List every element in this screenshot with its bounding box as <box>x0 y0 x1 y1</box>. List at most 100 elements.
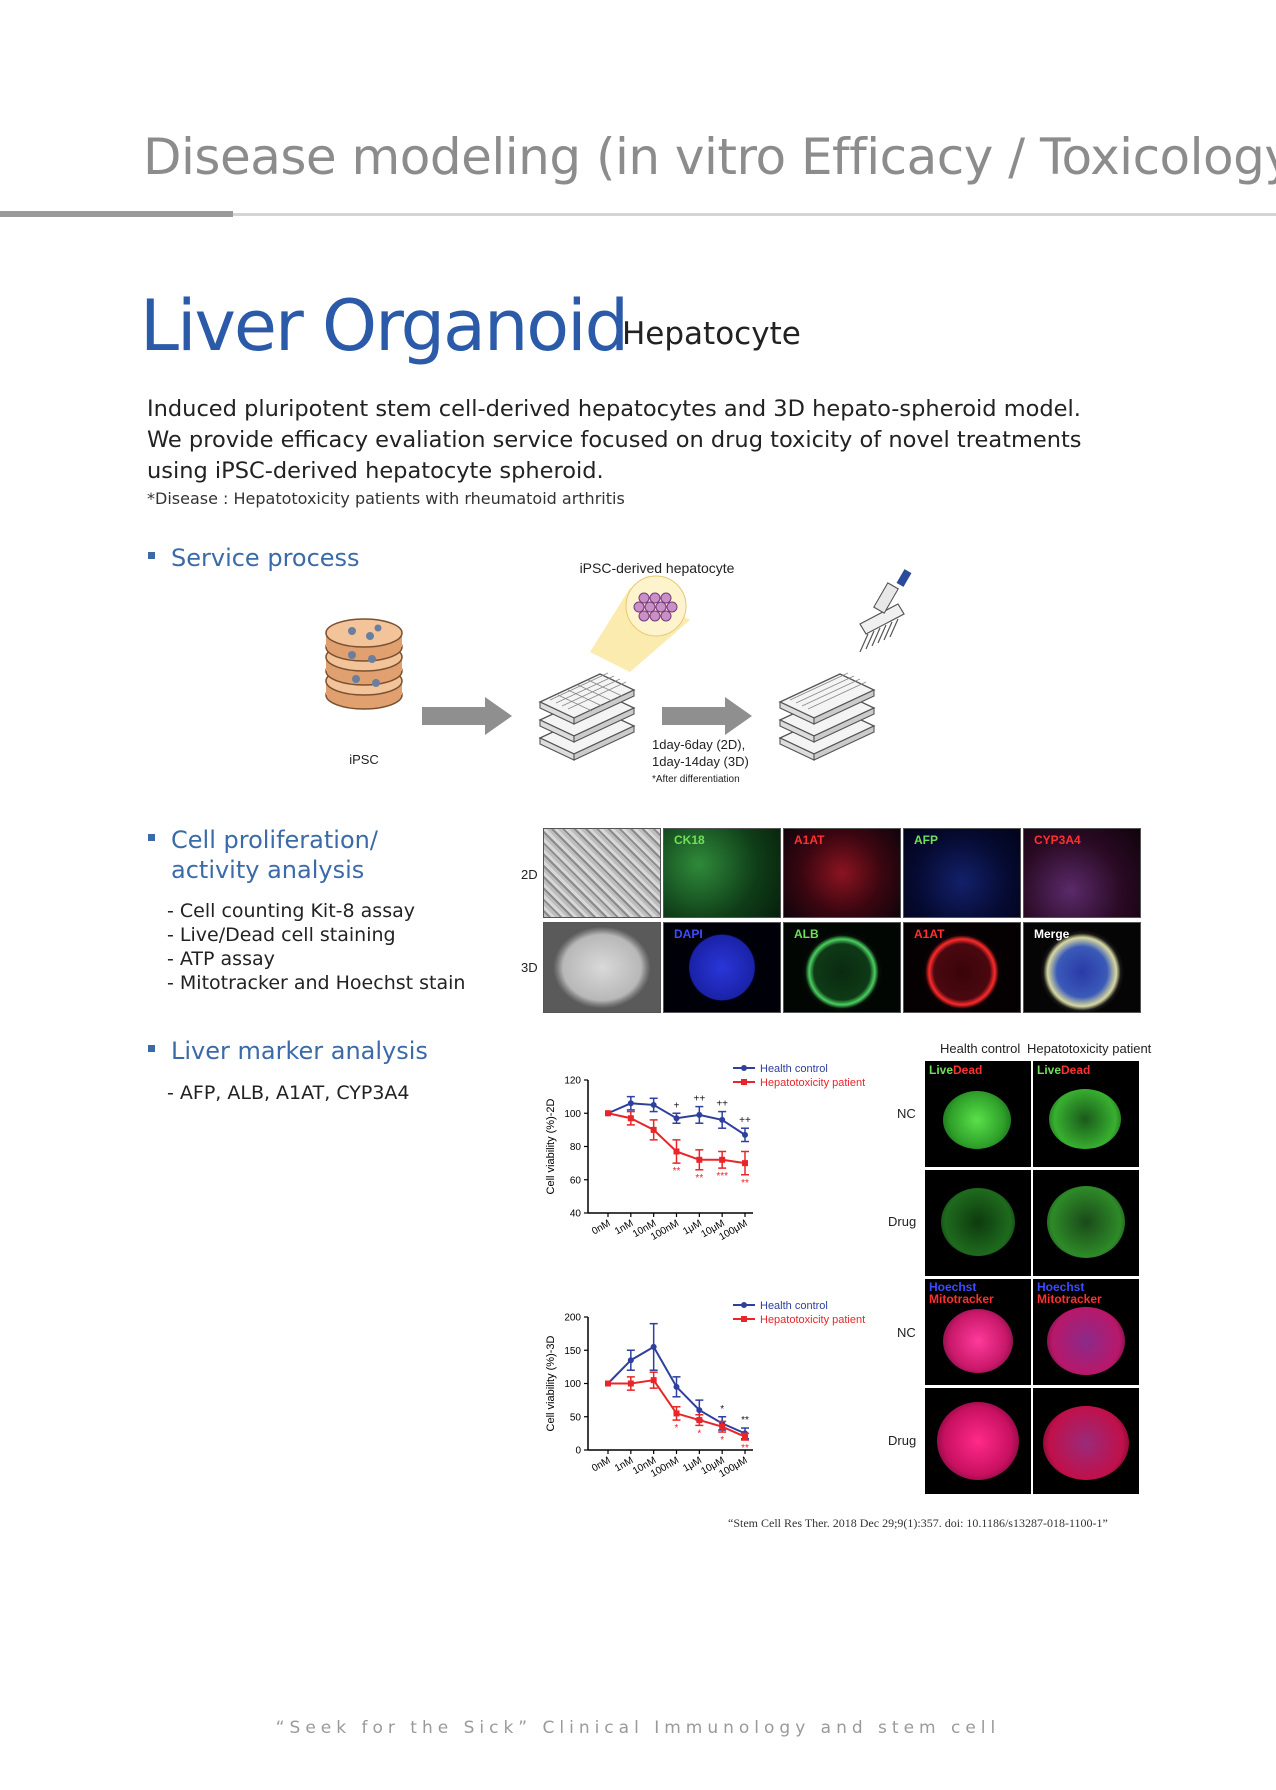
x-tick-label: 0nM <box>590 1218 612 1237</box>
merge-label: Merge <box>1034 927 1070 941</box>
mitotracker-label: Mitotracker <box>1037 1292 1102 1306</box>
hepatocyte-cluster-icon <box>633 592 678 622</box>
significance-mark: * <box>720 1404 724 1415</box>
significance-mark: * <box>720 1435 724 1446</box>
significance-mark: *** <box>716 1171 728 1182</box>
spheroid-green <box>1047 1186 1125 1258</box>
header-rule <box>233 213 1276 216</box>
intro-line: using iPSC-derived hepatocyte spheroid. <box>147 458 604 484</box>
a1at-3d-label: A1AT <box>914 927 945 941</box>
cell-proliferation-title-1: Cell proliferation/ <box>171 826 378 854</box>
hoechst-patient-drug-image <box>1033 1388 1139 1494</box>
legend-marker <box>741 1316 747 1322</box>
significance-mark: ** <box>741 1178 749 1189</box>
time-line-2: 1day-14day (3D) <box>652 754 749 769</box>
live-dead-label: LiveDead <box>929 1063 982 1077</box>
y-tick-label: 150 <box>564 1346 581 1357</box>
live-dead-label: LiveDead <box>1037 1063 1090 1077</box>
row-label-2d: 2D <box>521 867 538 882</box>
dead-label: Dead <box>953 1063 983 1077</box>
intro-line: We provide efficacy evaliation service f… <box>147 427 1082 453</box>
list-item: - AFP, ALB, A1AT, CYP3A4 <box>167 1082 410 1104</box>
y-tick-label: 100 <box>564 1379 581 1390</box>
y-tick-label: 120 <box>564 1076 581 1087</box>
afp-image: AFP <box>903 828 1021 918</box>
cyp3a4-label: CYP3A4 <box>1034 833 1081 847</box>
ck18-label: CK18 <box>674 833 705 847</box>
well-plate-stack-icon <box>538 672 636 761</box>
cell-proliferation-title-2: activity analysis <box>171 856 365 884</box>
live-label: Live <box>929 1063 954 1077</box>
service-process-title: Service process <box>171 544 360 572</box>
liver-marker-list: - AFP, ALB, A1AT, CYP3A4 <box>167 1081 410 1105</box>
process-arrow-icon <box>662 697 752 735</box>
spheroid-magenta <box>937 1402 1019 1480</box>
data-point <box>696 1156 703 1163</box>
legend-label: Hepatotoxicity patient <box>760 1077 865 1089</box>
live-dead-patient-nc-image: LiveDead <box>1033 1061 1139 1167</box>
legend-label: Health control <box>760 1300 828 1312</box>
significance-mark: ** <box>741 1443 749 1454</box>
live-dead-patient-drug-image <box>1033 1170 1139 1276</box>
data-point <box>650 1126 657 1133</box>
cell-proliferation-list: - Cell counting Kit-8 assay - Live/Dead … <box>167 899 465 995</box>
significance-mark: ** <box>741 1415 749 1426</box>
live-label: Live <box>1037 1063 1062 1077</box>
y-tick-label: 80 <box>570 1142 582 1153</box>
well-plate-stack-icon <box>778 672 876 761</box>
time-line-1: 1day-6day (2D), <box>652 737 745 752</box>
data-point <box>605 1380 611 1387</box>
spheroid-green <box>943 1091 1011 1149</box>
significance-mark: ** <box>695 1173 703 1184</box>
legend-marker <box>741 1065 747 1071</box>
data-point <box>650 1377 657 1384</box>
page-title: Disease modeling (in vitro Efficacy / To… <box>143 128 1276 186</box>
y-tick-label: 100 <box>564 1109 581 1120</box>
ipsc-label: iPSC <box>349 752 379 767</box>
legend-marker <box>741 1079 747 1085</box>
significance-mark: ++ <box>739 1115 751 1126</box>
y-tick-label: 50 <box>570 1412 582 1423</box>
data-point <box>719 1156 726 1163</box>
y-axis-label: Cell viability (%)-2D <box>545 1098 557 1194</box>
significance-mark: ** <box>673 1166 681 1177</box>
merge-image: Merge <box>1023 922 1141 1013</box>
spheroid-magenta <box>943 1309 1013 1373</box>
section-bullet <box>148 833 155 841</box>
x-tick-label: 1nM <box>613 1218 635 1237</box>
cell-proliferation-heading: Cell proliferation/ <box>148 825 378 855</box>
citation: “Stem Cell Res Ther. 2018 Dec 29;9(1):35… <box>728 1516 1108 1530</box>
spheroid-green <box>941 1188 1015 1256</box>
list-item: - Live/Dead cell staining <box>167 924 396 946</box>
alb-image: ALB <box>783 922 901 1013</box>
data-point <box>650 1101 657 1108</box>
data-point <box>627 1357 634 1364</box>
alb-label: ALB <box>794 927 819 941</box>
process-arrow-icon <box>422 697 512 735</box>
significance-mark: * <box>697 1428 701 1439</box>
legend-label: Hepatotoxicity patient <box>760 1314 865 1326</box>
significance-mark: ++ <box>716 1099 728 1110</box>
data-point <box>650 1343 657 1350</box>
mitotracker-label: Mitotracker <box>929 1292 994 1306</box>
col-health-control: Health control <box>940 1041 1021 1056</box>
hoechst-health-drug-image <box>925 1388 1031 1494</box>
data-point <box>627 1380 634 1387</box>
data-point <box>696 1407 703 1414</box>
y-tick-label: 40 <box>570 1209 582 1220</box>
data-point <box>742 1160 748 1167</box>
y-axis-label: Cell viability (%)-3D <box>545 1335 557 1431</box>
section-bullet <box>148 551 155 559</box>
live-dead-health-nc-image: LiveDead <box>925 1061 1031 1167</box>
significance-mark: ++ <box>693 1094 705 1105</box>
spheroid-magenta <box>1047 1307 1125 1375</box>
data-point <box>696 1111 703 1118</box>
dead-label: Dead <box>1061 1063 1091 1077</box>
drug-label: Drug <box>888 1433 917 1448</box>
data-point <box>719 1423 726 1430</box>
data-point <box>627 1100 634 1107</box>
